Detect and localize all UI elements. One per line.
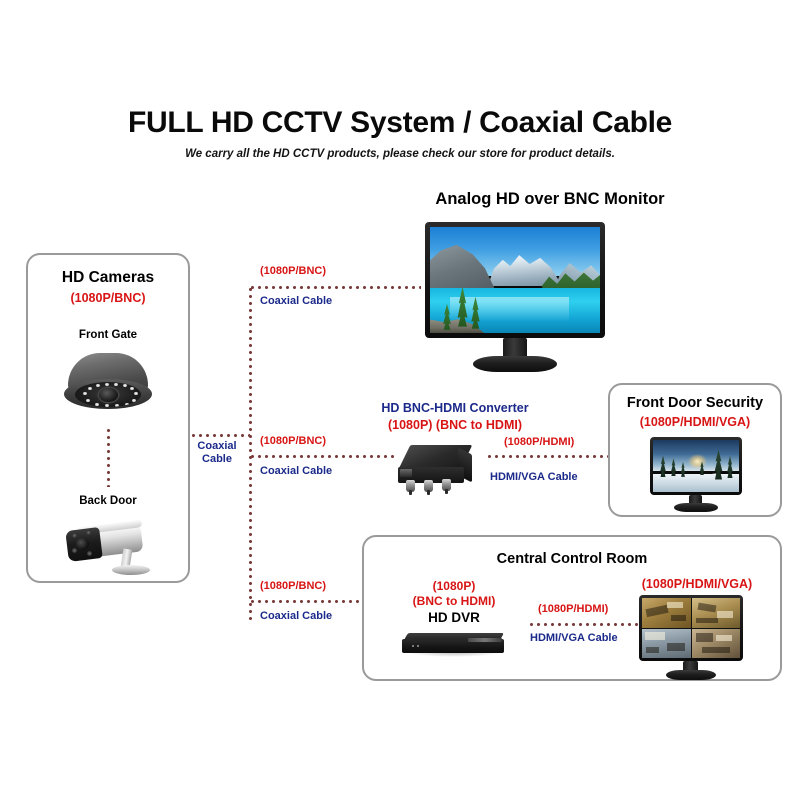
trunk-cable-label: Coaxial Cable xyxy=(186,440,248,466)
front-door-monitor-icon xyxy=(650,437,742,512)
coaxial-trunk-line xyxy=(249,286,252,622)
converter-output-dotted-link xyxy=(486,455,608,458)
mid-branch-cable-label: Coaxial Cable xyxy=(260,465,333,477)
hd-cameras-heading: HD Cameras xyxy=(61,269,155,286)
trunk-cable-label-line1: Coaxial xyxy=(197,440,237,452)
dvr-output-spec: (1080P/HDMI) xyxy=(538,603,609,615)
dome-camera-icon xyxy=(62,353,154,415)
top-branch-spec: (1080P/BNC) xyxy=(260,265,327,277)
dvr-spec-line2: (BNC to HDMI) xyxy=(412,594,496,608)
dvr-label: HD DVR xyxy=(428,610,480,625)
trunk-cable-label-line2: Cable xyxy=(202,453,232,465)
hd-cameras-panel: HD Cameras (1080P/BNC) Front Gate xyxy=(26,253,190,583)
converter-spec: (1080P) (BNC to HDMI) xyxy=(387,418,523,432)
page-title: FULL HD CCTV System / Coaxial Cable xyxy=(127,106,673,139)
camera-chain-dotted-link xyxy=(107,427,110,487)
dvr-output-dotted-link xyxy=(528,623,656,626)
analog-monitor-screen xyxy=(430,227,600,333)
analog-monitor-heading: Analog HD over BNC Monitor xyxy=(435,190,665,208)
mid-branch-dotted-link xyxy=(249,455,397,458)
bottom-branch-cable-label: Coaxial Cable xyxy=(260,610,333,622)
top-branch-cable-label: Coaxial Cable xyxy=(260,295,333,307)
converter-output-spec: (1080P/HDMI) xyxy=(504,436,575,448)
control-room-heading: Central Control Room xyxy=(496,551,648,567)
front-door-security-panel: Front Door Security (1080P/HDMI/VGA) xyxy=(608,383,782,517)
bottom-branch-dotted-link xyxy=(249,600,367,603)
converter-output-cable-label: HDMI/VGA Cable xyxy=(490,471,578,483)
control-room-monitor-icon xyxy=(639,595,743,680)
front-gate-label: Front Gate xyxy=(78,329,138,341)
converter-heading: HD BNC-HDMI Converter xyxy=(381,401,529,415)
central-control-room-panel: Central Control Room (1080P) (BNC to HDM… xyxy=(362,535,782,681)
control-room-monitor-screen xyxy=(642,598,740,658)
bnc-hdmi-converter-icon xyxy=(397,443,482,497)
dvr-recorder-icon xyxy=(402,633,508,659)
page-subtitle: We carry all the HD CCTV products, pleas… xyxy=(185,148,615,160)
bottom-branch-spec: (1080P/BNC) xyxy=(260,580,327,592)
control-room-monitor-spec: (1080P/HDMI/VGA) xyxy=(641,577,753,591)
back-door-label: Back Door xyxy=(79,495,137,507)
front-door-heading: Front Door Security xyxy=(626,395,764,411)
hd-cameras-spec: (1080P/BNC) xyxy=(70,291,146,305)
mid-branch-spec: (1080P/BNC) xyxy=(260,435,327,447)
dvr-output-cable-label: HDMI/VGA Cable xyxy=(530,632,618,644)
dvr-spec-line1: (1080P) xyxy=(432,579,476,593)
analog-hd-monitor-icon xyxy=(425,222,605,374)
front-door-monitor-screen xyxy=(653,440,739,492)
top-branch-dotted-link xyxy=(249,286,421,289)
cameras-to-trunk-dotted-link xyxy=(190,434,250,437)
bullet-camera-icon xyxy=(56,517,160,581)
front-door-spec: (1080P/HDMI/VGA) xyxy=(639,415,751,429)
